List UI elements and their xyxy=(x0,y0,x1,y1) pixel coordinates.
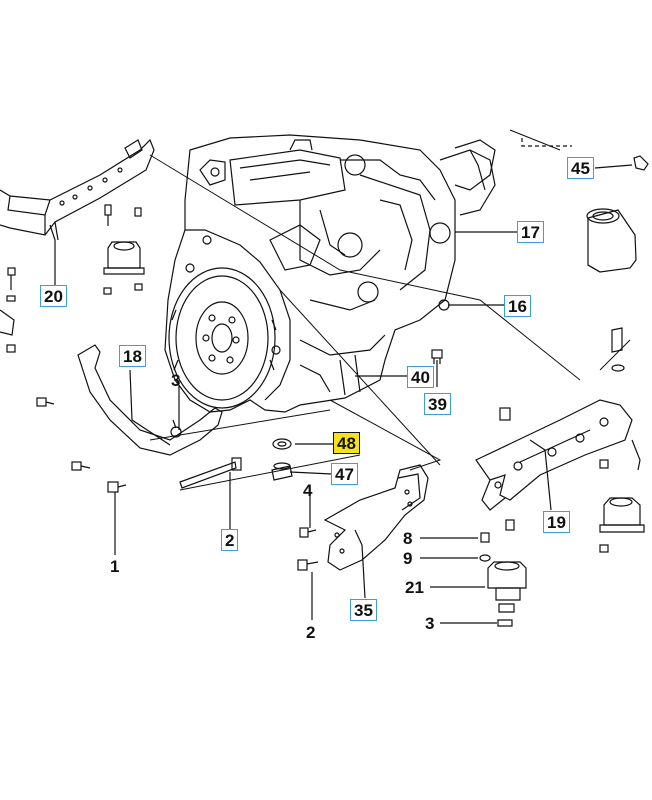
engine-assembly xyxy=(164,134,496,413)
drain-plug-47 xyxy=(271,462,293,481)
bracket-35 xyxy=(323,464,429,571)
callout-18: 18 xyxy=(119,345,146,367)
callout-40: 40 xyxy=(407,366,434,388)
engine-mount-right xyxy=(599,327,645,553)
bracket-19 xyxy=(475,399,633,511)
dashed-edge xyxy=(521,138,572,147)
engine-mount-left xyxy=(103,204,145,295)
callout-1: 1 xyxy=(110,557,120,576)
bracket-18 xyxy=(77,344,223,456)
left-bolts xyxy=(0,267,91,471)
callout-16: 16 xyxy=(504,295,531,317)
bolt-16 xyxy=(438,299,450,311)
flywheel xyxy=(168,267,277,409)
sensor-45 xyxy=(633,155,649,171)
callout-3-upper: 3 xyxy=(171,371,181,390)
bolt-1 xyxy=(107,481,127,493)
bolt-2-lower xyxy=(297,559,319,571)
callout-20: 20 xyxy=(40,285,67,307)
fan-blade xyxy=(454,139,496,191)
bolt-2-upper xyxy=(179,457,242,489)
washer-48 xyxy=(272,438,292,450)
bolt-19-lower xyxy=(505,519,515,531)
bolt-4 xyxy=(299,527,317,538)
callout-19: 19 xyxy=(543,511,570,533)
callout-3-lower: 3 xyxy=(425,614,435,633)
callout-35: 35 xyxy=(350,599,377,621)
callout-48: 48 xyxy=(333,432,360,454)
engine-mount-21 xyxy=(479,532,527,627)
callout-21: 21 xyxy=(405,578,424,597)
projection-lines xyxy=(149,129,631,491)
callout-9: 9 xyxy=(403,549,413,568)
callout-2-lower: 2 xyxy=(306,623,316,642)
bolt-19-upper xyxy=(499,407,511,421)
callout-17: 17 xyxy=(517,221,544,243)
frame-part-20 xyxy=(0,138,155,241)
callout-45: 45 xyxy=(567,157,594,179)
leader-lines xyxy=(49,164,633,624)
callout-8: 8 xyxy=(403,529,413,548)
callout-47: 47 xyxy=(331,463,358,485)
oil-filter xyxy=(586,208,637,273)
callout-2-upper: 2 xyxy=(221,529,239,551)
callout-4: 4 xyxy=(303,481,313,500)
fitting-39 xyxy=(431,349,443,364)
callout-39: 39 xyxy=(424,393,451,415)
